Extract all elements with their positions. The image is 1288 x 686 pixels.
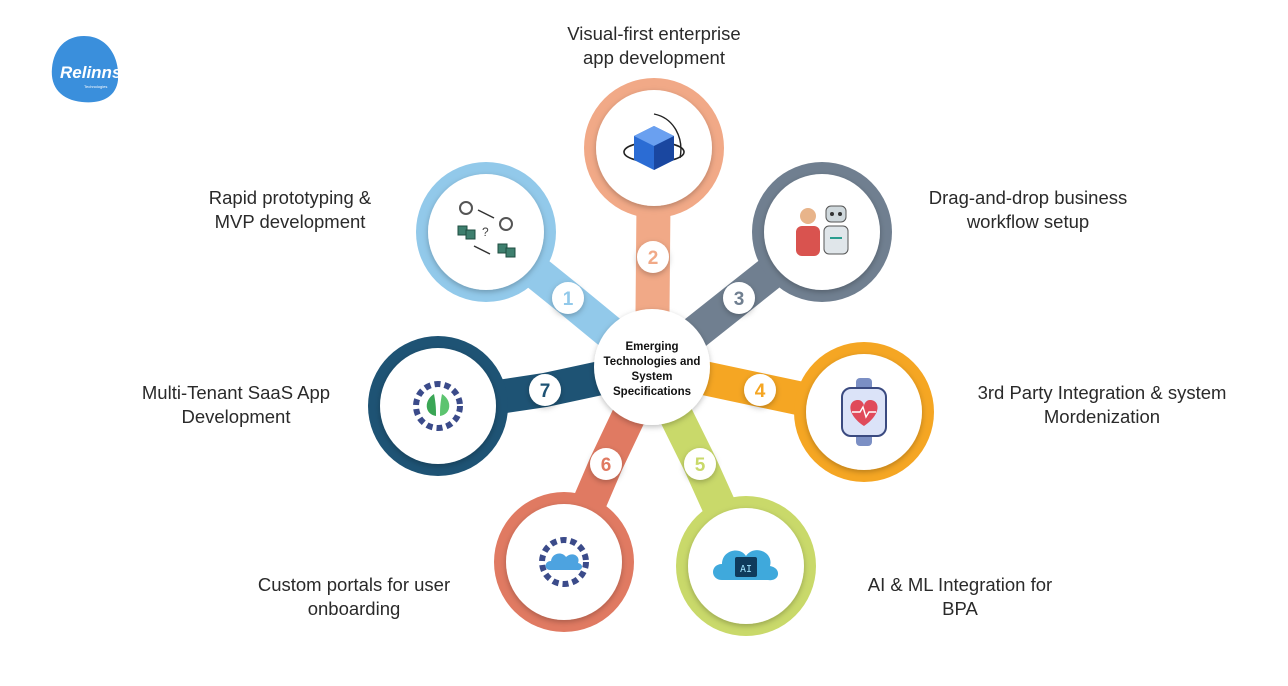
node-4-label-line-2: Mordenization <box>1043 406 1161 427</box>
node-1-label: Rapid prototyping & MVP development <box>170 186 410 234</box>
node-7-label-line-2: Development <box>181 406 291 427</box>
node-2-number: 2 <box>648 248 659 269</box>
node-2-label-line-1: Visual-first enterprise <box>567 23 741 44</box>
node-1-disc <box>428 174 544 290</box>
node-7-number-bubble <box>529 374 561 406</box>
node-4-label: 3rd Party Integration & system Mordeniza… <box>952 381 1252 429</box>
svg-text:?: ? <box>482 225 489 239</box>
logo-tagline: Technologies <box>84 84 107 89</box>
node-1-label-line-2: MVP development <box>214 211 366 232</box>
node-1-number-bubble <box>552 282 584 314</box>
node-7-number: 7 <box>540 381 551 402</box>
node-3-disc <box>764 174 880 290</box>
node-6-number-bubble <box>590 448 622 480</box>
human-robot-icon <box>796 205 849 256</box>
svg-text:AI: AI <box>740 564 752 575</box>
node-3-number-bubble <box>723 282 755 314</box>
node-3-label: Drag-and-drop business workflow setup <box>898 186 1158 234</box>
node-6-number: 6 <box>601 455 612 476</box>
node-1-number: 1 <box>563 289 574 310</box>
node-5-number: 5 <box>695 455 706 476</box>
logo-name: Relinns <box>60 63 121 82</box>
node-4-number: 4 <box>755 381 766 402</box>
center-line-3: System <box>632 371 673 383</box>
node-4-number-bubble <box>744 374 776 406</box>
center-hub: Emerging Technologies and System Specifi… <box>594 309 710 425</box>
node-7-label: Multi-Tenant SaaS App Development <box>114 381 358 429</box>
node-3-label-line-2: workflow setup <box>966 211 1090 232</box>
smartwatch-heart-icon <box>841 378 887 446</box>
node-5-label-line-1: AI & ML Integration for <box>867 574 1053 595</box>
node-6-label-line-2: onboarding <box>307 598 401 619</box>
node-5-label-line-2: BPA <box>942 598 978 619</box>
prototype-flow-icon: ? <box>457 201 516 258</box>
node-3-label-line-1: Drag-and-drop business <box>928 187 1128 208</box>
rotating-cube-icon <box>623 113 685 170</box>
center-line-4: Specifications <box>613 386 691 398</box>
node-6-label-line-1: Custom portals for user <box>257 574 451 595</box>
node-7-label-line-1: Multi-Tenant SaaS App <box>141 382 331 403</box>
center-line-2: Technologies and <box>604 356 701 368</box>
node-6-label: Custom portals for user onboarding <box>224 573 484 621</box>
node-1-label-line-1: Rapid prototyping & <box>208 187 372 208</box>
cloud-gear-icon <box>539 537 589 587</box>
leaf-gear-icon <box>413 381 463 431</box>
node-5-number-bubble <box>684 448 716 480</box>
ai-chip-cloud-icon: AI <box>713 550 779 581</box>
node-3-number: 3 <box>734 289 745 310</box>
node-2-label-line-2: app development <box>583 47 725 68</box>
node-4-label-line-1: 3rd Party Integration & system <box>977 382 1227 403</box>
node-2-number-bubble <box>637 241 669 273</box>
logo: Relinns Technologies <box>51 36 121 103</box>
node-2-label: Visual-first enterprise app development <box>524 22 784 70</box>
node-5-label: AI & ML Integration for BPA <box>830 573 1090 621</box>
center-line-1: Emerging <box>625 341 678 353</box>
